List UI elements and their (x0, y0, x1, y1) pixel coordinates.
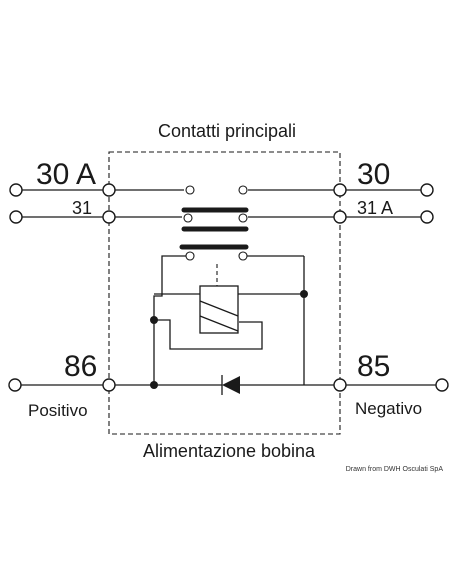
diode-symbol (222, 376, 240, 394)
terminal-30a-inner-node (102, 183, 116, 197)
coil-winding-line-2 (199, 315, 239, 332)
contact-node-top-right (238, 185, 248, 195)
terminal-30-label: 30 (357, 158, 390, 191)
relay-coil (199, 285, 239, 334)
contact-node-mid-left (183, 213, 193, 223)
wire-upper-loop (153, 255, 186, 383)
relay-housing-frame (108, 151, 341, 435)
terminal-31a-outer-node (420, 210, 434, 224)
terminal-85-outer-node (435, 378, 449, 392)
terminal-31-outer-node (9, 210, 23, 224)
terminal-31-inner-node (102, 210, 116, 224)
coil-winding-line-1 (199, 300, 239, 317)
contact-node-low-left (185, 251, 195, 261)
main-contacts-title: Contatti principali (158, 121, 296, 141)
junction-dot-upper-right (300, 290, 308, 298)
contact-node-mid-right (238, 213, 248, 223)
terminal-30a-outer-node (9, 183, 23, 197)
coil-supply-title: Alimentazione bobina (143, 441, 316, 461)
terminal-30-outer-node (420, 183, 434, 197)
terminal-31-left-label: 31 (72, 198, 92, 218)
positive-label: Positivo (28, 401, 88, 420)
credit-text: Drawn from DWH Osculati SpA (346, 466, 444, 473)
junction-dot-bottom-left (150, 381, 158, 389)
terminal-30-inner-node (333, 183, 347, 197)
contact-node-top-left (185, 185, 195, 195)
wire-coil-loop (154, 319, 263, 350)
contact-node-low-right (238, 251, 248, 261)
terminal-86-inner-node (102, 378, 116, 392)
terminal-86-outer-node (8, 378, 22, 392)
junction-dot-left-mid (150, 316, 158, 324)
negative-label: Negativo (355, 399, 422, 418)
terminal-31a-label: 31 A (357, 198, 393, 218)
terminal-30a-label: 30 A (36, 158, 96, 191)
terminal-31a-inner-node (333, 210, 347, 224)
terminal-85-inner-node (333, 378, 347, 392)
terminal-85-label: 85 (357, 350, 390, 383)
terminal-86-label: 86 (64, 350, 97, 383)
